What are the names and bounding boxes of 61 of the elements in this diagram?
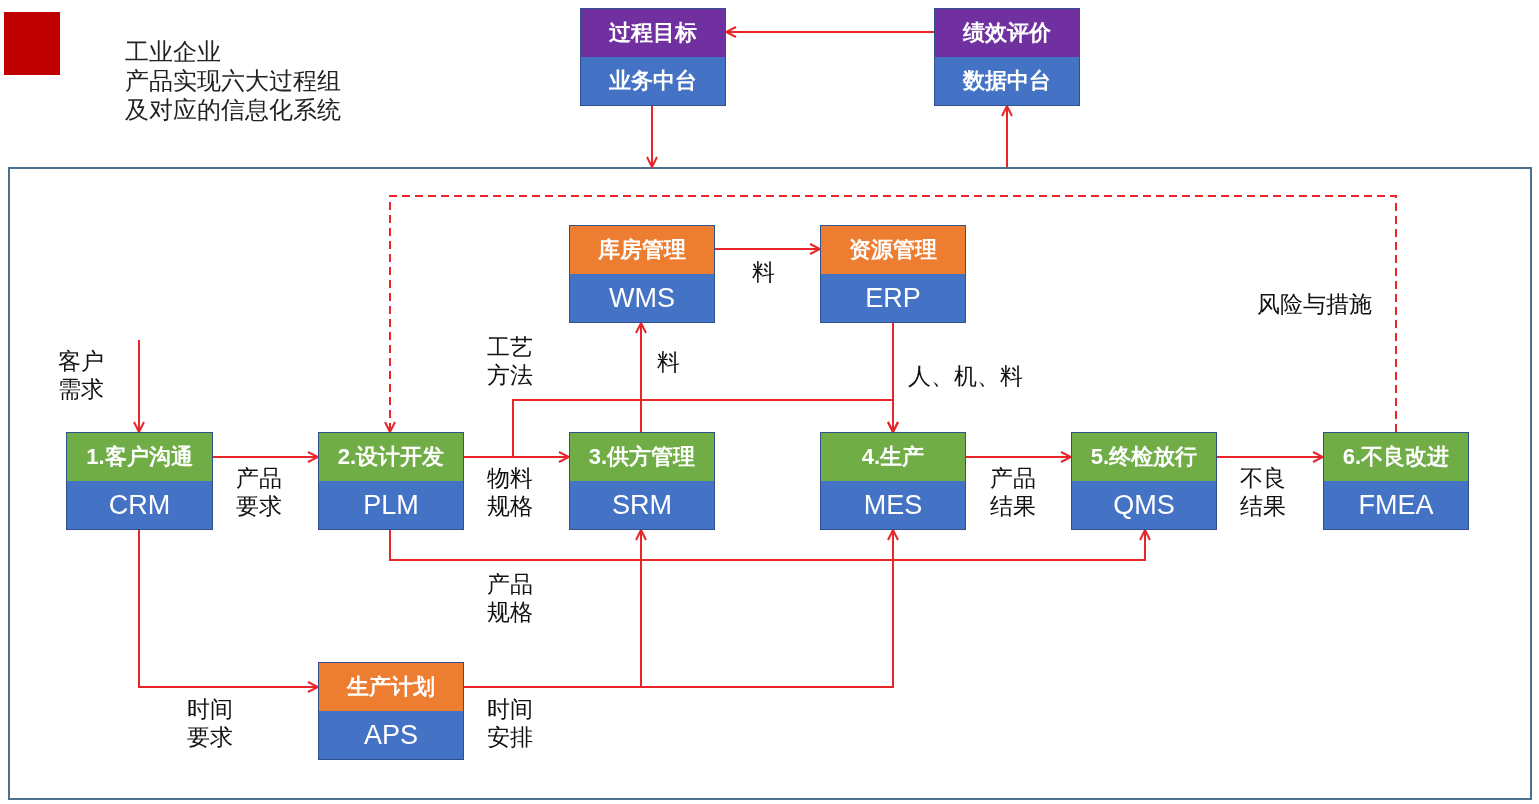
process-box [934, 8, 1080, 106]
arrow [1216, 451, 1324, 463]
header-band: 1.客户沟通 [67, 433, 212, 481]
header-band: 过程目标 [581, 9, 725, 57]
process-box [318, 662, 464, 760]
edge-label: 人、机、料 [908, 362, 1023, 390]
process-box [820, 432, 966, 530]
system-band: MES [821, 481, 965, 529]
edge-label: 产品规格 [487, 570, 534, 626]
edge-label: 不良结果 [1240, 464, 1287, 520]
header-band: 5.终检放行 [1072, 433, 1216, 481]
process-box [569, 432, 715, 530]
edge-label: 工艺方法 [487, 333, 534, 389]
arrow [887, 322, 899, 433]
arrow [138, 529, 319, 693]
arrow [133, 339, 145, 433]
header-band: 资源管理 [821, 226, 965, 274]
edge-label: 时间要求 [187, 695, 234, 751]
process-box [580, 8, 726, 106]
edge-label: 料 [657, 348, 680, 376]
system-band: CRM [67, 481, 212, 529]
system-band: SRM [570, 481, 714, 529]
system-band: WMS [570, 274, 714, 322]
edge-label: 料 [752, 258, 775, 286]
header-band: 3.供方管理 [570, 433, 714, 481]
system-band: 数据中台 [935, 57, 1079, 105]
system-band: APS [319, 711, 463, 759]
arrow [725, 26, 935, 38]
arrow [646, 105, 658, 168]
system-band: 业务中台 [581, 57, 725, 105]
dashed-arrow [384, 195, 1397, 433]
process-box [1323, 432, 1469, 530]
system-band: ERP [821, 274, 965, 322]
process-box [318, 432, 464, 530]
process-box [1071, 432, 1217, 530]
edge-label: 风险与措施 [1257, 290, 1372, 318]
arrow [965, 451, 1072, 463]
process-box [569, 225, 715, 323]
arrow [212, 451, 319, 463]
header-band: 库房管理 [570, 226, 714, 274]
process-box [66, 432, 213, 530]
system-band: QMS [1072, 481, 1216, 529]
edge-label: 产品要求 [236, 464, 283, 520]
arrow [389, 529, 1151, 561]
header-band: 4.生产 [821, 433, 965, 481]
header-band: 2.设计开发 [319, 433, 463, 481]
edge-label: 产品结果 [990, 464, 1037, 520]
header-band: 6.不良改进 [1324, 433, 1468, 481]
system-band: PLM [319, 481, 463, 529]
title: 工业企业产品实现六大过程组及对应的信息化系统 [125, 37, 341, 124]
edge-label: 时间安排 [487, 695, 534, 751]
header-band: 绩效评价 [935, 9, 1079, 57]
arrow [635, 322, 647, 433]
edge-label: 物料规格 [487, 464, 534, 520]
arrow [714, 243, 821, 255]
header-band: 生产计划 [319, 663, 463, 711]
edge-label: 客户需求 [58, 347, 105, 403]
system-band: FMEA [1324, 481, 1468, 529]
system-frame [8, 167, 1532, 800]
arrow [1001, 105, 1013, 168]
process-box [820, 225, 966, 323]
